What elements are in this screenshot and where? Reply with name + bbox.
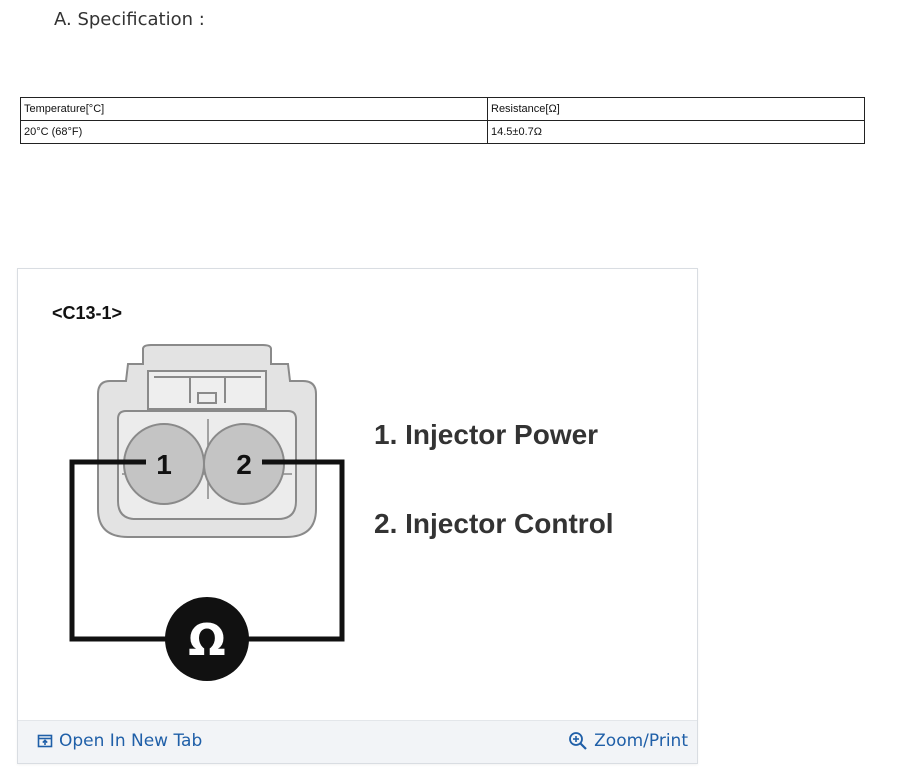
cell-temperature: 20°C (68°F) [20, 120, 488, 144]
probe-wire-right [248, 459, 345, 642]
probe-wire-left [69, 459, 166, 642]
pin-1-label: 1 [156, 449, 172, 480]
pin-2-label: 2 [236, 449, 252, 480]
connector-figure-card: <C13-1> 1 2 Ω 1. Injector Power 2. Injec… [17, 268, 698, 764]
zoom-in-icon [569, 732, 587, 750]
ohm-symbol: Ω [188, 615, 225, 666]
table-header-row: Temperature[°C] Resistance[Ω] [20, 97, 865, 121]
legend-pin-1: 1. Injector Power [374, 419, 598, 450]
zoom-print-label: Zoom/Print [594, 731, 688, 751]
connector-diagram: <C13-1> 1 2 Ω 1. Injector Power 2. Injec… [52, 303, 614, 681]
column-header-resistance: Resistance[Ω] [487, 97, 865, 121]
open-in-new-tab-icon [37, 734, 53, 748]
zoom-print-link[interactable]: Zoom/Print [568, 731, 688, 751]
connector-id-label: <C13-1> [52, 303, 122, 323]
ohmmeter-icon [165, 597, 249, 681]
spec-table: Temperature[°C] Resistance[Ω] 20°C (68°F… [20, 97, 865, 144]
cell-resistance: 14.5±0.7Ω [487, 120, 865, 144]
column-header-temperature: Temperature[°C] [20, 97, 488, 121]
figure-action-bar: Open In New Tab Zoom/Print [18, 720, 697, 763]
open-in-new-tab-label: Open In New Tab [59, 731, 203, 751]
open-in-new-tab-link[interactable]: Open In New Tab [37, 731, 202, 751]
table-row: 20°C (68°F) 14.5±0.7Ω [20, 120, 865, 144]
spec-heading: A. Specification : [54, 9, 205, 30]
legend-pin-2: 2. Injector Control [374, 508, 614, 539]
